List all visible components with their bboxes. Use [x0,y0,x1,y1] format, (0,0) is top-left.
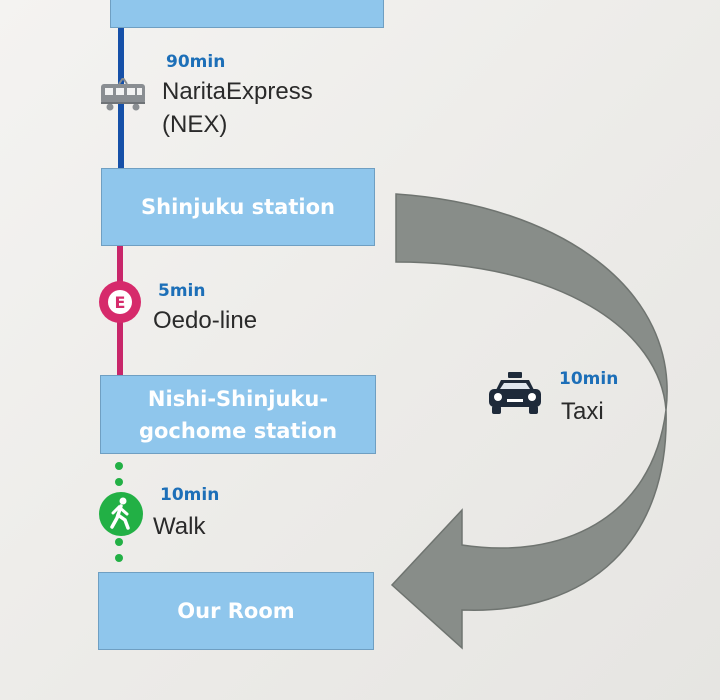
walk-dot [115,462,123,470]
taxi-label: Taxi [561,398,604,425]
taxi-duration: 10min [559,369,619,389]
our-room-box: Our Room [98,572,374,650]
nishi-station-label-line2: gochome station [138,418,338,443]
oedo-e-letter: E [115,293,126,312]
train-icon [101,78,145,111]
walk-dot [115,478,123,486]
nex-label-line2: (NEX) [162,111,228,138]
walk-label: Walk [153,513,206,540]
nishi-shinjuku-gochome-station-box: Nishi-Shinjuku- gochome station [100,375,376,454]
top-station-box [110,0,384,28]
nex-label-line1: NaritaExpress [162,78,313,105]
oedo-e-icon: E [99,281,141,323]
our-room-label: Our Room [177,599,295,623]
walk-duration: 10min [160,485,220,505]
shinjuku-station-label: Shinjuku station [141,195,335,219]
nex-duration: 90min [166,52,226,72]
oedo-label: Oedo-line [153,307,258,334]
nishi-station-label-line1: Nishi-Shinjuku- [147,386,329,411]
walk-dot [115,538,123,546]
walk-icon [99,492,143,536]
oedo-duration: 5min [158,281,206,301]
walk-dot [115,554,123,562]
shinjuku-station-box: Shinjuku station [101,168,375,246]
taxi-icon [489,372,541,414]
